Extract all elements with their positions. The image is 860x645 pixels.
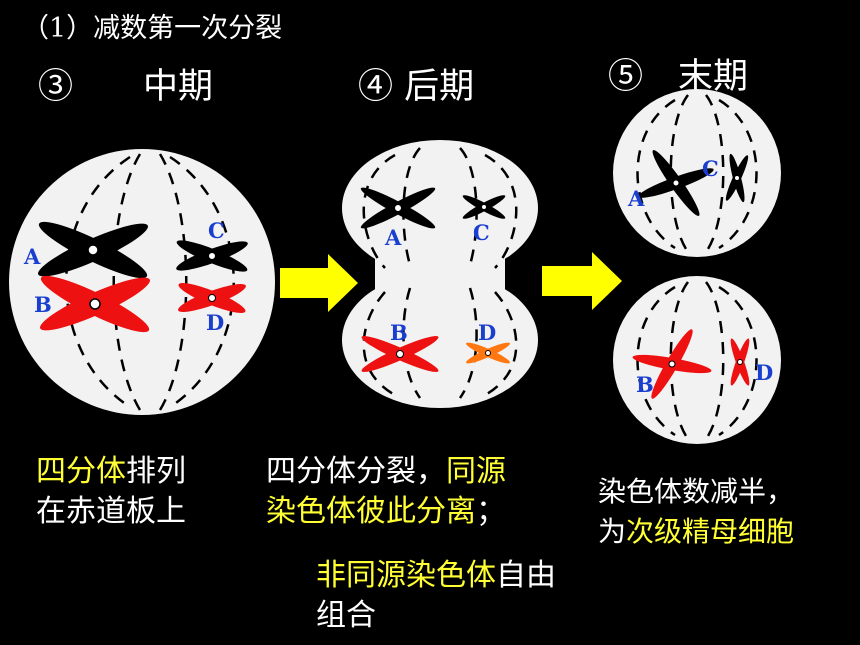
caption-metaphase: 四分体排列 在赤道板上 [36, 452, 186, 532]
label-c-metaphase: C [208, 218, 225, 243]
label-a-metaphase: A [23, 244, 41, 269]
stage-anaphase-heading: ④ 后期 [358, 67, 475, 107]
caption-anaphase-extra-line2: 组合 [316, 598, 376, 633]
tetrad-a [38, 221, 148, 279]
caption-anaphase-line1: 四分体分裂，同源 [266, 454, 506, 489]
chromosome-d-telophase [730, 338, 750, 386]
chromosome-d-anaphase [466, 342, 510, 364]
chromosome-a-anaphase [360, 187, 436, 229]
label-d-anaphase: D [478, 320, 496, 345]
chromosome-c-anaphase [462, 195, 506, 219]
stage-telophase-heading: ⑤ 末期 [608, 57, 749, 97]
arrow-icon [542, 252, 622, 310]
caption-telophase-line1: 染色体数减半， [598, 475, 795, 508]
chromosome-b-telophase [632, 329, 712, 399]
stage-metaphase-heading: ③ 中期 [38, 67, 214, 107]
metaphase-cell: A B C D [9, 149, 275, 415]
caption-metaphase-line1: 四分体排列 [36, 454, 186, 489]
anaphase-cell: A C B D [342, 140, 538, 408]
label-c-anaphase: C [473, 220, 490, 245]
tetrad-c [176, 240, 248, 272]
caption-anaphase: 四分体分裂，同源 染色体彼此分离； [266, 452, 506, 532]
label-d-telophase: D [755, 360, 773, 385]
telophase-cell-upper: A C [613, 89, 781, 257]
label-b-telophase: B [636, 372, 654, 397]
caption-metaphase-line2: 在赤道板上 [36, 494, 186, 529]
caption-telophase-line2: 为次级精母细胞 [598, 515, 795, 548]
arrow-icon [280, 254, 358, 312]
label-d-metaphase: D [206, 310, 224, 335]
label-a-anaphase: A [384, 225, 402, 250]
tetrad-d [178, 283, 246, 313]
chromosome-c-telophase [725, 153, 749, 203]
label-a-telophase: A [627, 186, 645, 211]
caption-anaphase-extra-line1: 非同源染色体自由 [316, 558, 556, 593]
tetrad-b [40, 275, 150, 333]
label-c-telophase: C [702, 156, 719, 181]
telophase-cell-lower: B D [613, 276, 781, 444]
label-b-anaphase: B [390, 320, 408, 345]
caption-telophase: 染色体数减半， 为次级精母细胞 [598, 472, 794, 552]
caption-anaphase-line2: 染色体彼此分离； [266, 494, 506, 529]
section-title: （1）减数第一次分裂 [22, 13, 283, 44]
chromosome-b-anaphase [361, 336, 439, 372]
label-b-metaphase: B [34, 292, 52, 317]
caption-anaphase-extra: 非同源染色体自由 组合 [316, 556, 556, 636]
chromosome-a-telophase [638, 150, 714, 216]
